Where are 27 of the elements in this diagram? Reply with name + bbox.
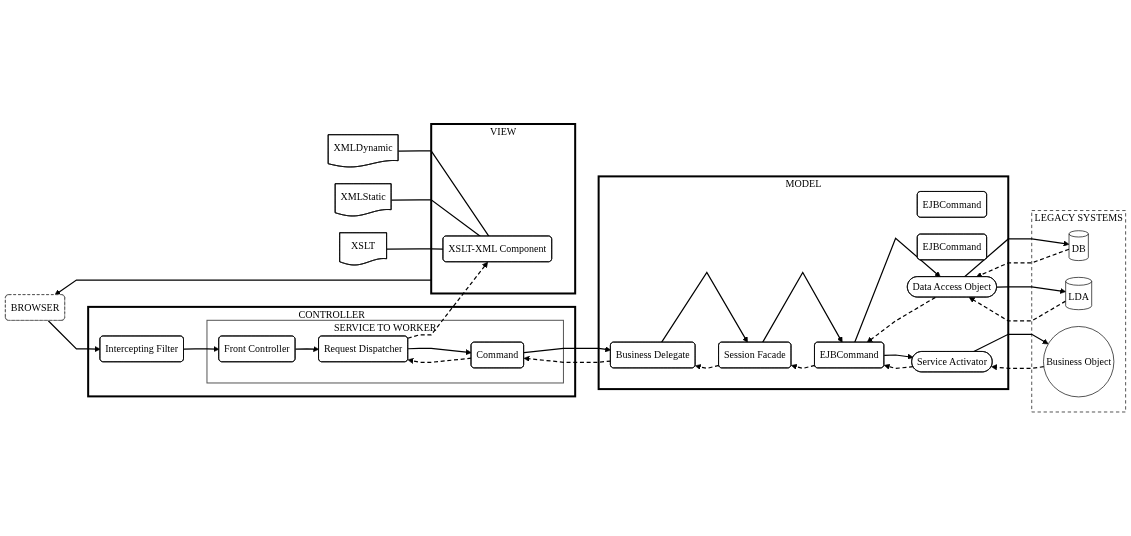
arrow [972, 333, 1049, 353]
arrow [407, 261, 488, 339]
arrow [963, 238, 1070, 278]
arrow [695, 364, 720, 370]
arrow [47, 320, 101, 352]
arrow [968, 297, 1067, 322]
arrow [294, 346, 320, 352]
arrow [976, 248, 1070, 278]
arrow [991, 364, 1045, 371]
arrow [996, 286, 1066, 294]
connector [390, 199, 481, 237]
arrow [183, 346, 220, 352]
arrow [407, 347, 472, 355]
arrow [407, 357, 472, 364]
arrow [866, 296, 936, 343]
arrow [762, 271, 843, 344]
connector [397, 150, 490, 237]
arrow [660, 271, 748, 344]
arrow [54, 279, 432, 296]
arrow [523, 346, 611, 354]
arrow [791, 363, 816, 370]
arrow [883, 363, 914, 370]
arrow [523, 355, 612, 363]
arrow [883, 353, 914, 360]
node-circle: Business Object [1043, 326, 1115, 398]
arrow [854, 237, 941, 344]
connector [386, 248, 444, 250]
